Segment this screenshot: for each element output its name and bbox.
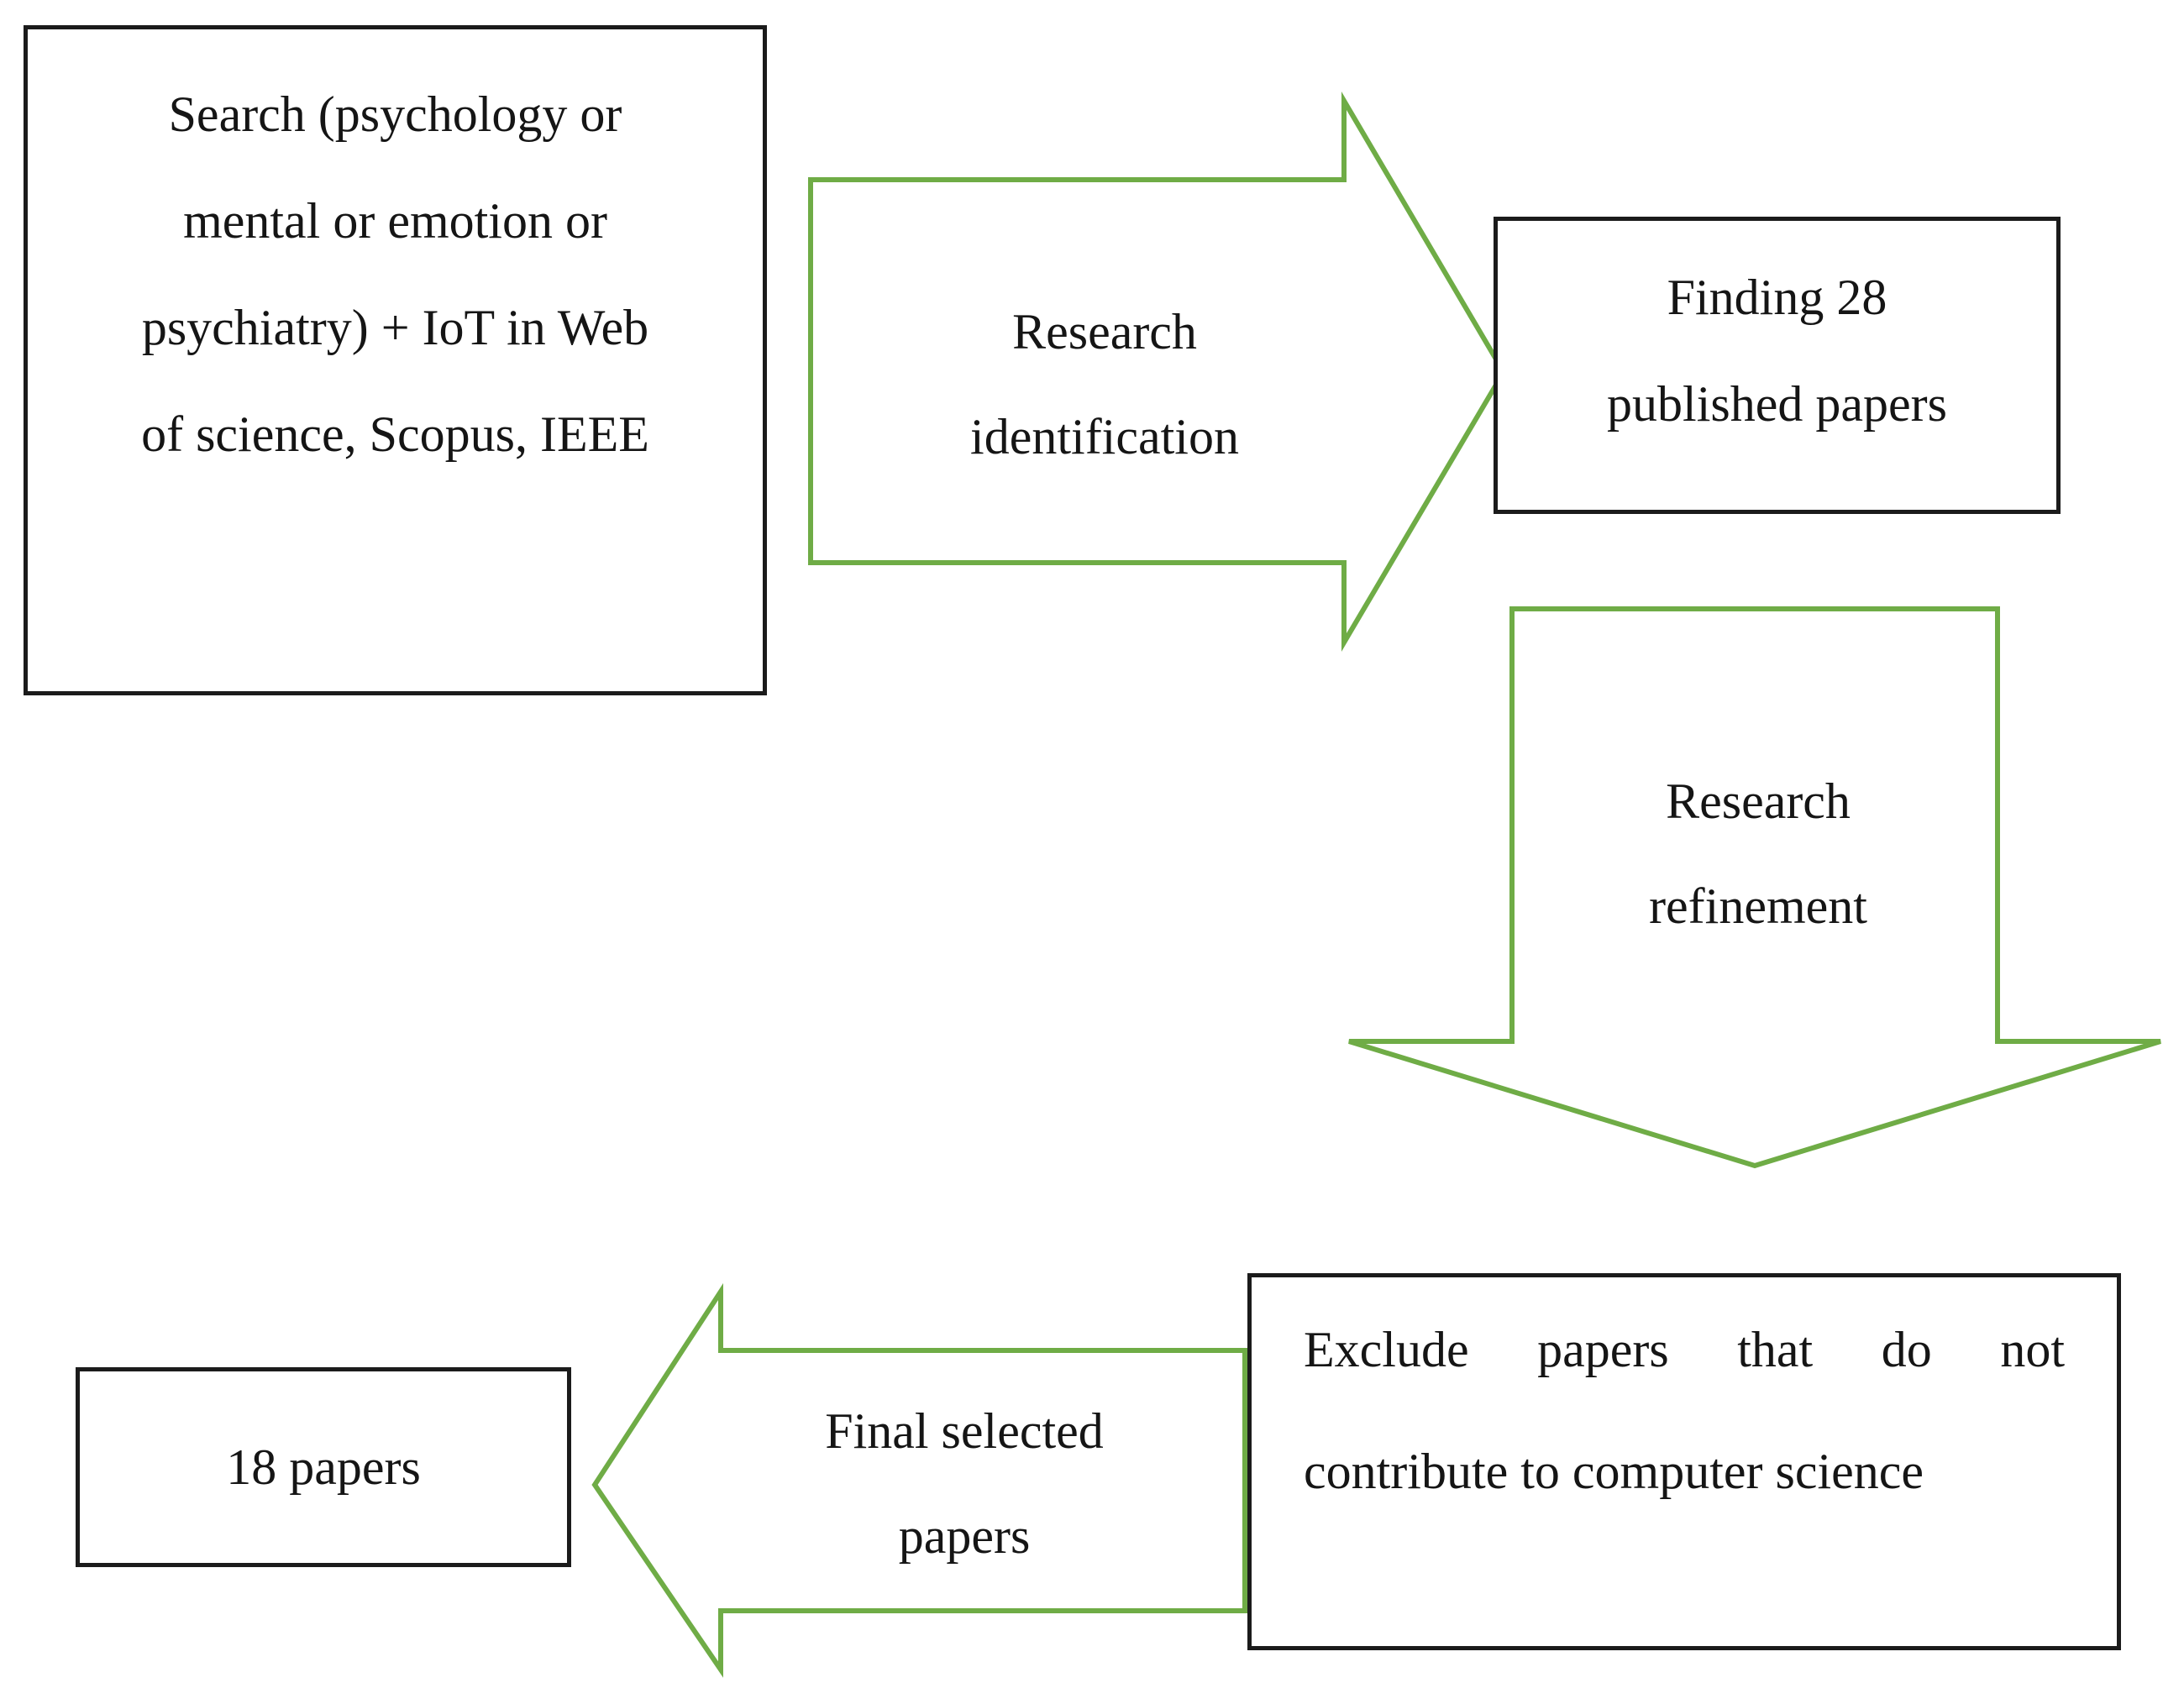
search-sources-line-1: Search (psychology or [168,87,622,142]
final-papers-text: 18 papers [226,1439,421,1495]
research-identification-label-line-2: identification [970,409,1239,464]
research-identification-arrow [808,91,1507,652]
finding-papers-box: Finding 28 published papers [1494,217,2061,514]
finding-papers-line-1: Finding 28 [1667,270,1887,325]
search-sources-line-2: mental or emotion or [183,193,607,249]
finding-papers-line-2: published papers [1607,376,1947,432]
final-papers-box: 18 papers [76,1367,571,1567]
search-sources-line-4: of science, Scopus, IEEE [141,406,649,462]
research-refinement-label-line-1: Research [1666,773,1851,829]
research-refinement-arrow [1348,606,2161,1169]
final-selected-label-line-2: papers [898,1508,1031,1564]
search-sources-line-3: psychiatry) + IoT in Web [141,300,649,355]
exclude-papers-line-1: Exclude papers that do not [1304,1322,2065,1377]
exclude-papers-box: Exclude papers that do not contribute to… [1247,1273,2121,1650]
exclude-papers-line-2: contribute to computer science [1304,1444,1924,1499]
final-selected-label: Final selected papers [704,1379,1225,1589]
search-sources-box: Search (psychology or mental or emotion … [24,25,767,695]
research-refinement-label: Research refinement [1512,749,2004,959]
research-identification-label-line-1: Research [1012,304,1197,359]
final-selected-label-line-1: Final selected [825,1403,1104,1459]
research-refinement-label-line-2: refinement [1649,878,1867,934]
research-identification-label: Research identification [811,280,1399,490]
final-selected-arrow [591,1282,1247,1678]
